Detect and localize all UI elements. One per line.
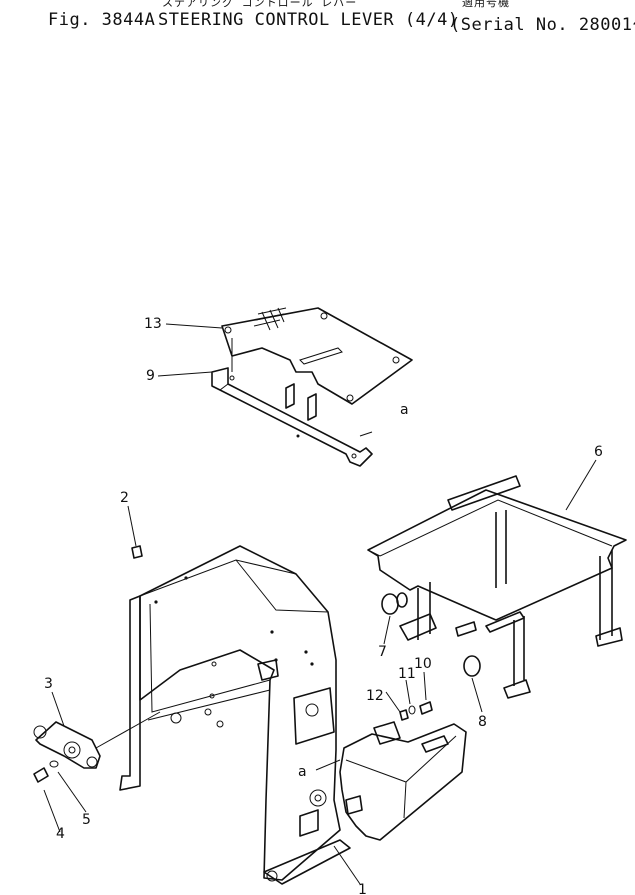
title-jp: ステアリング コントロール レバー — [162, 0, 358, 9]
plug-part-2 — [127, 505, 143, 559]
figure-title: STEERING CONTROL LEVER (4/4) — [158, 10, 459, 30]
cover-plate-part-13 — [221, 307, 413, 405]
serial-range: (Serial No. 28001～) — [450, 15, 635, 35]
callout-1: 1 — [358, 882, 367, 895]
callout-12: 12 — [366, 688, 384, 704]
callout-5: 5 — [82, 812, 91, 828]
washer-part-11 — [405, 679, 416, 715]
callout-11: 11 — [398, 666, 416, 682]
support-bracket-part-3 — [33, 691, 161, 769]
serial-jp: 適用号機 — [462, 0, 510, 9]
bolt-part-4 — [33, 767, 61, 833]
callout-13: 13 — [144, 316, 162, 332]
main-frame-part-1 — [119, 545, 467, 885]
bolt-part-10 — [419, 671, 433, 715]
callout-10: 10 — [414, 656, 432, 672]
nut-part-12 — [385, 691, 409, 721]
mount-part-8 — [463, 655, 483, 713]
callout-7: 7 — [378, 644, 387, 660]
callout-3: 3 — [44, 676, 53, 692]
callout-4: 4 — [56, 826, 65, 842]
washer-part-5 — [49, 760, 87, 813]
callout-6: 6 — [594, 444, 603, 460]
callout-a-lower: a — [298, 764, 307, 780]
callout-8: 8 — [478, 714, 487, 730]
bracket-part-9 — [211, 367, 373, 467]
figure-number: Fig. 3844A — [48, 10, 156, 30]
callout-2: 2 — [120, 490, 129, 506]
frame-part-6 — [367, 459, 627, 699]
callout-a-upper: a — [400, 402, 409, 418]
mount-part-7 — [381, 592, 408, 645]
callout-9: 9 — [146, 368, 155, 384]
